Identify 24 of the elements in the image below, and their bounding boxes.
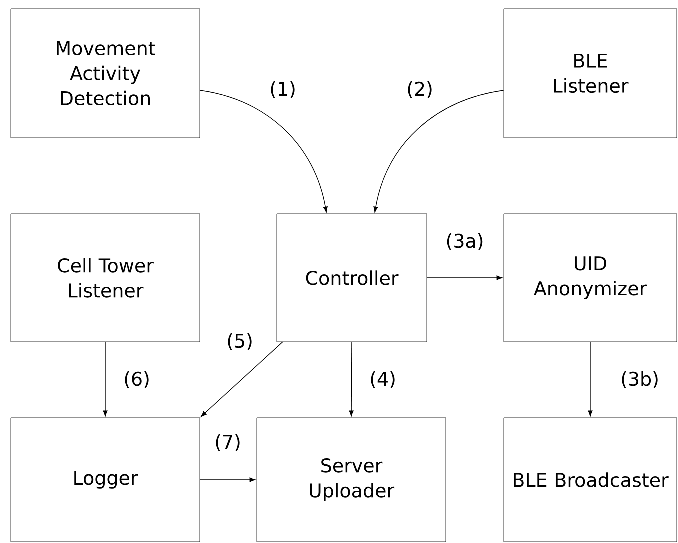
arrow <box>200 478 256 482</box>
edge-label: (7) <box>214 434 242 452</box>
arrow <box>588 342 593 417</box>
process-box: Logger <box>10 418 200 542</box>
process-box: Server Uploader <box>256 418 446 542</box>
edge-label: (3a) <box>444 232 486 252</box>
process-box: Movement Activity Detection <box>10 8 200 138</box>
edge-label: (5) <box>226 332 254 352</box>
arrow <box>374 90 504 213</box>
edge-label: (1) <box>268 80 298 100</box>
arrow <box>200 90 328 213</box>
process-box: UID Anonymizer <box>504 214 678 342</box>
arrow <box>426 276 503 280</box>
edge-label: (2) <box>406 80 434 100</box>
edge-label: (3b) <box>620 370 660 390</box>
arrow <box>103 342 108 417</box>
edge-label: (6) <box>122 370 152 390</box>
process-box: Controller <box>276 214 428 342</box>
arrow <box>349 342 354 417</box>
edge-label: (4) <box>368 370 398 390</box>
arrow <box>200 342 284 418</box>
process-box: BLE Listener <box>504 8 678 138</box>
process-box: BLE Broadcaster <box>504 418 678 542</box>
process-box: Cell Tower Listener <box>10 214 200 342</box>
